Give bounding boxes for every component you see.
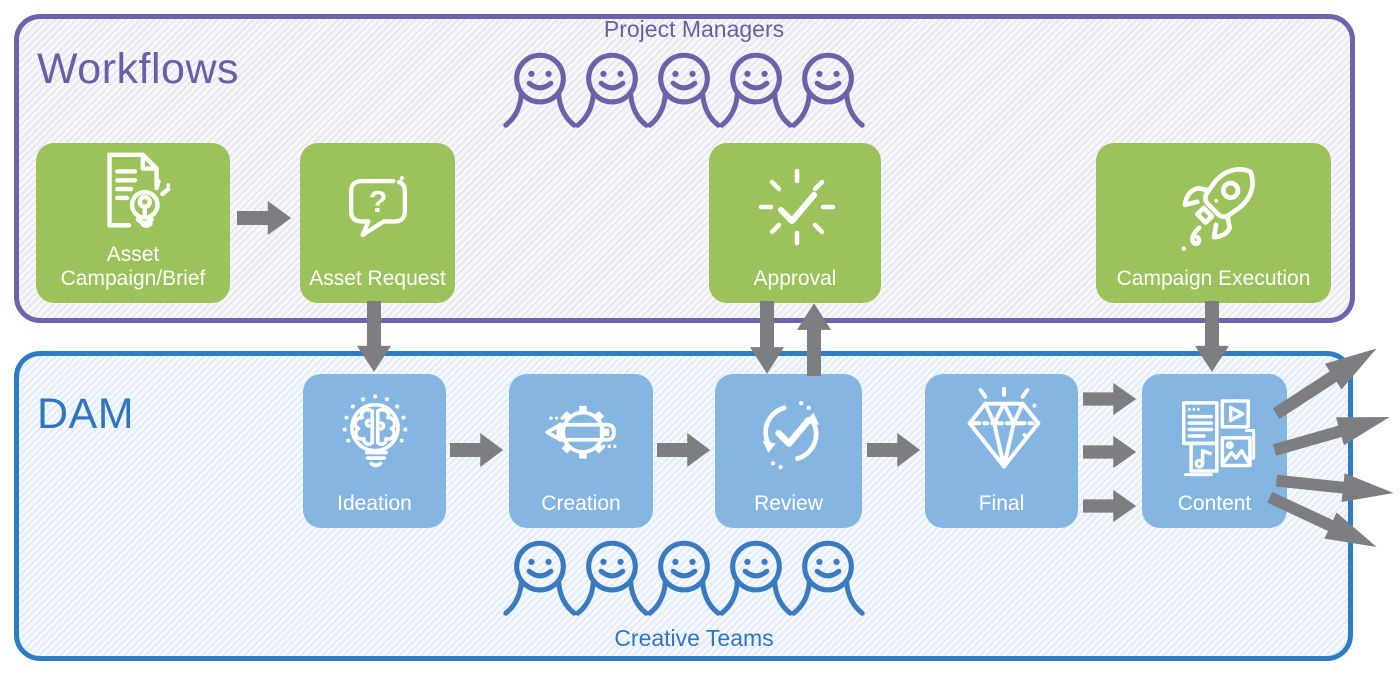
arrow-final-to-content (1083, 380, 1138, 418)
svg-text:?: ? (368, 184, 387, 219)
media-grid-icon (1169, 374, 1261, 492)
step-label: Approval (753, 266, 837, 290)
gear-pencil-icon (534, 374, 628, 492)
arrow-ideation-to-creation (450, 430, 505, 470)
brief-document-bulb-icon (84, 139, 182, 243)
project-managers-label: Project Managers (603, 16, 785, 42)
person-icon (717, 537, 795, 621)
step-label: Content (1177, 491, 1252, 515)
step-final: Final (925, 374, 1078, 528)
step-label: Creation (541, 491, 621, 515)
arrow-final-to-content (1083, 487, 1138, 525)
step-content: Content (1142, 374, 1287, 528)
step-review: Review (715, 374, 862, 528)
person-icon (789, 537, 867, 621)
step-ideation: Ideation (303, 374, 446, 528)
step-creation: Creation (509, 374, 653, 528)
step-label: Final (978, 491, 1025, 515)
step-asset-campaign-brief: Asset Campaign/Brief (36, 143, 230, 303)
cycle-check-icon (742, 374, 836, 492)
step-label: Review (754, 491, 823, 515)
arrow-review-to-approval (794, 301, 834, 376)
person-icon (789, 49, 867, 133)
step-label: Ideation (337, 491, 412, 515)
brain-bulb-icon (329, 374, 421, 492)
person-icon (501, 537, 579, 621)
step-label: Asset Request (309, 266, 446, 290)
person-icon (645, 49, 723, 133)
creative-teams-people (501, 537, 867, 621)
arrow-brief-to-request (237, 198, 293, 238)
step-label: Asset Campaign/Brief (60, 242, 206, 290)
step-approval: Approval (709, 143, 881, 303)
person-icon (645, 537, 723, 621)
arrow-creation-to-review (657, 430, 712, 470)
check-burst-icon (745, 143, 845, 267)
person-icon (717, 49, 795, 133)
dam-section-title: DAM (37, 390, 135, 438)
step-label: Campaign Execution (1116, 266, 1311, 290)
step-asset-request: ? Asset Request (300, 143, 455, 303)
project-managers-people (501, 49, 867, 133)
arrow-request-to-ideation (354, 301, 394, 374)
arrow-approval-to-review (747, 301, 787, 376)
arrow-execution-to-content (1192, 301, 1232, 374)
workflows-section-title: Workflows (37, 45, 240, 93)
arrow-review-to-final (867, 430, 922, 470)
diamond-icon (953, 374, 1051, 492)
question-bubble-icon: ? (330, 143, 426, 267)
creative-teams-label: Creative Teams (614, 625, 774, 651)
person-icon (501, 49, 579, 133)
arrow-final-to-content (1083, 433, 1138, 471)
rocket-icon (1162, 143, 1266, 267)
person-icon (573, 537, 651, 621)
person-icon (573, 49, 651, 133)
step-campaign-execution: Campaign Execution (1096, 143, 1331, 303)
